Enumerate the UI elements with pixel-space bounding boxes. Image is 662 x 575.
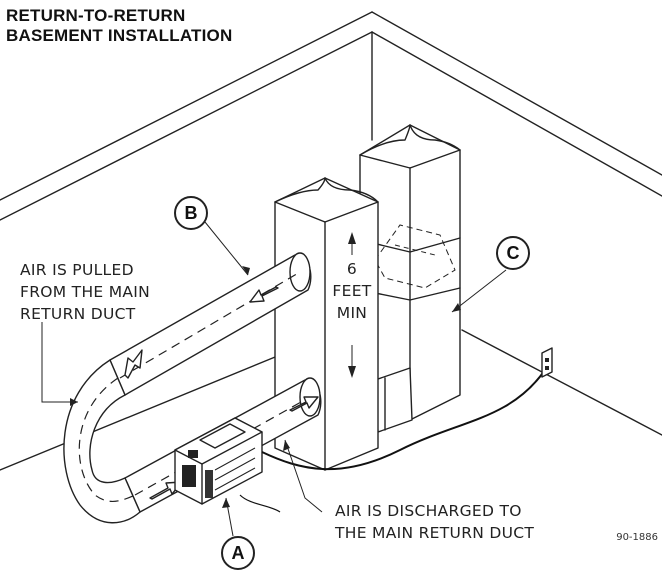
label-air-discharged: AIR IS DISCHARGED TO THE MAIN RETURN DUC…: [335, 500, 534, 544]
label-distance-qualifier: MIN: [336, 304, 368, 322]
title-line-2: BASEMENT INSTALLATION: [6, 26, 233, 45]
room-walls: [0, 11, 662, 471]
leader-lines: [41, 221, 507, 537]
label-distance-unit: FEET: [332, 282, 372, 300]
figure-code: 90-1886: [616, 532, 658, 543]
label-air-pulled-line-1: AIR IS PULLED: [20, 261, 134, 279]
u-bend-duct: [63, 359, 141, 524]
power-cord: [239, 369, 546, 513]
label-air-pulled-line-3: RETURN DUCT: [20, 305, 136, 323]
upper-duct: [109, 252, 312, 396]
callout-b: B: [174, 196, 208, 230]
label-air-discharged-line-2: THE MAIN RETURN DUCT: [335, 524, 535, 542]
label-air-discharged-line-1: AIR IS DISCHARGED TO: [335, 502, 522, 520]
damper-icon: [374, 224, 456, 289]
label-distance-value: 6: [346, 260, 358, 278]
ventilator-unit: [174, 417, 263, 505]
arrow-icon: [124, 286, 319, 500]
label-distance: 6 FEET MIN: [322, 258, 382, 324]
title-line-1: RETURN-TO-RETURN: [6, 6, 186, 25]
callout-a: A: [221, 536, 255, 570]
outlet-icon: [541, 347, 553, 378]
dimension-6ft: [348, 232, 356, 378]
page-title: RETURN-TO-RETURN BASEMENT INSTALLATION: [6, 6, 232, 46]
furnace: [359, 124, 461, 433]
label-air-pulled-line-2: FROM THE MAIN: [20, 283, 151, 301]
callout-c: C: [496, 236, 530, 270]
label-air-pulled: AIR IS PULLED FROM THE MAIN RETURN DUCT: [20, 259, 150, 325]
